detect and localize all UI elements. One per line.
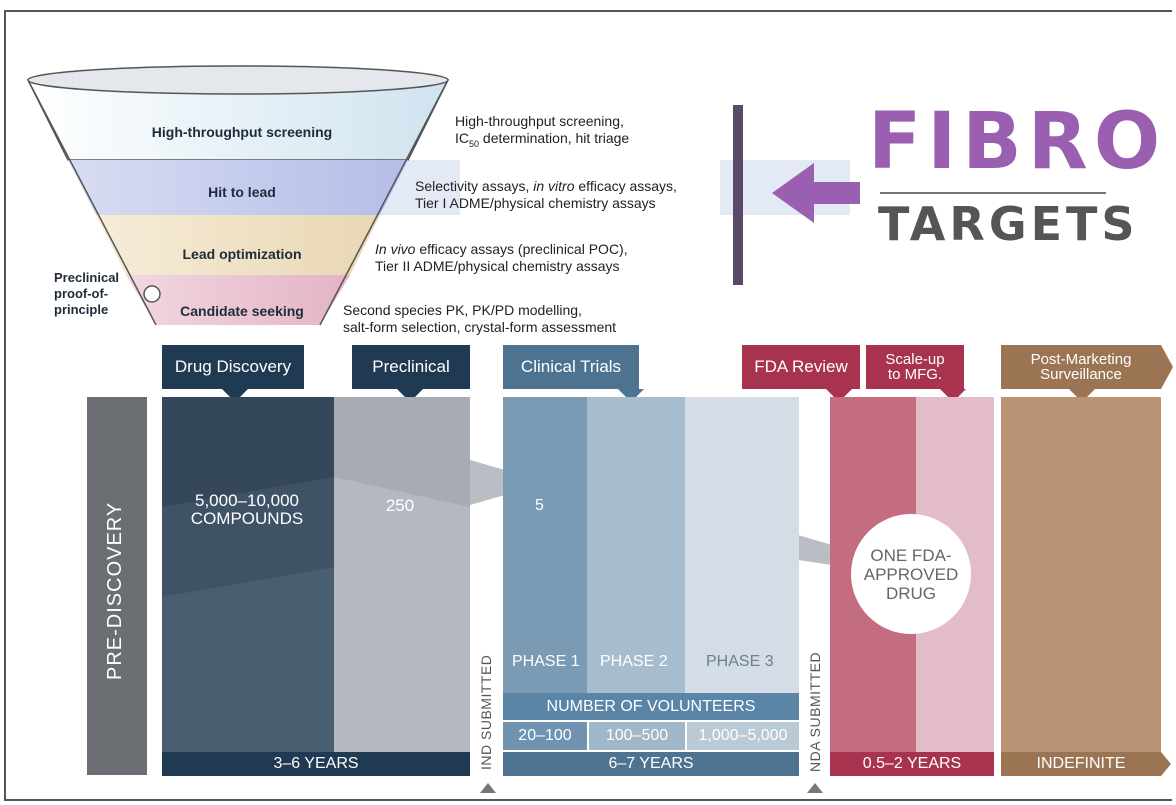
- discovery-duration: 3–6 YEARS: [162, 752, 470, 776]
- tab-arrowhead: [1161, 345, 1173, 389]
- clinical-count: 5: [535, 497, 544, 514]
- stage-label-hit: Hit to lead: [208, 184, 276, 200]
- desc-lead-line2: Tier II ADME/physical chemistry assays: [375, 258, 620, 274]
- desc-hts: High-throughput screening, IC50 determin…: [455, 113, 629, 153]
- desc-hts-line2: IC50 determination, hit triage: [455, 130, 630, 149]
- volunteers-header: NUMBER OF VOLUNTEERS: [503, 693, 799, 720]
- funnel-rim: [27, 65, 449, 95]
- pre-discovery-label: PRE-DISCOVERY: [104, 501, 126, 680]
- phase1-label: PHASE 1: [512, 653, 580, 670]
- tab-fda-review: FDA Review: [742, 345, 860, 389]
- clinical-duration: 6–7 YEARS: [503, 752, 799, 776]
- volunteers-phase2: 100–500: [589, 722, 685, 750]
- logo-fibro: FIBRO: [868, 97, 1167, 187]
- post-arrowhead: [1161, 752, 1171, 776]
- funnel-section-lead: [96, 215, 380, 275]
- nda-submitted-label: NDA SUBMITTED: [807, 651, 823, 772]
- tab-drug-discovery: Drug Discovery: [162, 345, 304, 389]
- phase3-column: [685, 397, 799, 693]
- desc-lead: In vivo efficacy assays (preclinical POC…: [375, 241, 628, 275]
- desc-candidate-line2: salt-form selection, crystal-form assess…: [343, 319, 617, 335]
- poc-label: Preclinical proof-of- principle: [54, 270, 120, 317]
- pipeline-connectors: [470, 460, 832, 565]
- preclinical-shading: [334, 397, 470, 507]
- funnel-section-hit: [68, 160, 408, 215]
- volunteers-phase1: 20–100: [503, 722, 587, 750]
- stage-label-lead: Lead optimization: [182, 246, 302, 262]
- tab-clinical-trials: Clinical Trials: [503, 345, 639, 389]
- desc-hts-line1: High-throughput screening,: [455, 113, 624, 129]
- desc-candidate: Second species PK, PK/PD modelling, salt…: [343, 302, 616, 336]
- fda-duration: 0.5–2 YEARS: [830, 752, 994, 776]
- funnel-graphic: [26, 65, 460, 326]
- logo-divider: [733, 105, 743, 285]
- phase2-column: [587, 397, 685, 693]
- desc-hit-line1: Selectivity assays, in vitro efficacy as…: [415, 178, 677, 194]
- desc-lead-line1: In vivo efficacy assays (preclinical POC…: [375, 241, 628, 257]
- desc-hit: Selectivity assays, in vitro efficacy as…: [415, 178, 677, 212]
- phase1-column: [503, 397, 587, 693]
- tab-preclinical: Preclinical: [352, 345, 470, 389]
- stage-label-candidate: Candidate seeking: [180, 303, 304, 319]
- diagram-frame: [4, 10, 1172, 801]
- preclinical-count: 250: [385, 496, 415, 515]
- volunteers-phase3: 1,000–5,000: [687, 722, 799, 750]
- poc-marker: [143, 285, 161, 303]
- ind-marker-icon: [480, 783, 496, 793]
- phase2-label: PHASE 2: [600, 653, 668, 670]
- pre-discovery-column: [87, 397, 147, 775]
- ind-submitted-label: IND SUBMITTED: [478, 654, 494, 770]
- post-marketing-column: [1001, 397, 1161, 752]
- desc-hit-line2: Tier I ADME/physical chemistry assays: [415, 195, 656, 211]
- stage-label-hts: High-throughput screening: [151, 124, 333, 140]
- nda-marker-icon: [807, 783, 823, 793]
- logo-targets: TARGETS: [878, 197, 1139, 251]
- desc-candidate-line1: Second species PK, PK/PD modelling,: [343, 302, 582, 318]
- phase3-label: PHASE 3: [706, 653, 774, 670]
- post-duration: INDEFINITE: [1001, 752, 1161, 776]
- logo-rule: [880, 192, 1106, 194]
- arrow-left-icon: [772, 163, 860, 223]
- funnel-section-candidate: [126, 275, 350, 325]
- discovery-shading: [162, 397, 334, 752]
